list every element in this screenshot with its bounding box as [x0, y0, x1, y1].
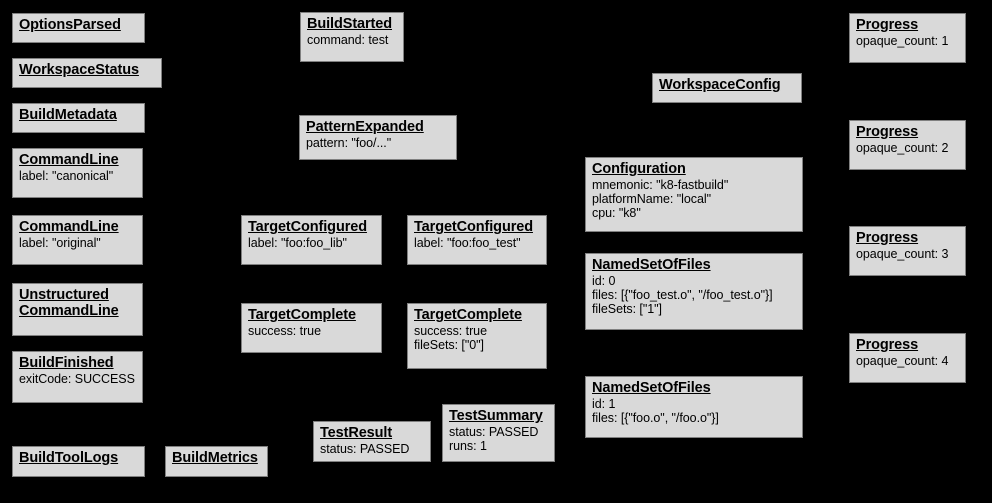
node-field: success: true: [414, 324, 487, 339]
node-field: files: [{"foo.o", "/foo.o"}]: [592, 411, 719, 426]
node-fields: success: true: [248, 324, 375, 338]
node-field: id: 1: [592, 397, 616, 412]
node-fields: exitCode: SUCCESS: [19, 372, 136, 386]
node-build-metadata[interactable]: BuildMetadata: [12, 103, 145, 133]
node-workspace-status[interactable]: WorkspaceStatus: [12, 58, 162, 88]
node-title: Progress: [856, 337, 919, 353]
node-title: CommandLine: [19, 219, 119, 235]
node-build-tool-logs[interactable]: BuildToolLogs: [12, 446, 145, 477]
node-title: BuildMetadata: [19, 107, 117, 123]
node-title: CommandLine: [19, 152, 119, 168]
node-fields: opaque_count: 3: [856, 247, 959, 261]
node-field: id: 0: [592, 274, 616, 289]
node-field: runs: 1: [449, 439, 487, 454]
node-field: opaque_count: 1: [856, 34, 949, 49]
node-title: Progress: [856, 230, 919, 246]
node-field: opaque_count: 2: [856, 141, 949, 156]
node-fields: pattern: "foo/...": [306, 136, 450, 150]
node-title: WorkspaceStatus: [19, 62, 139, 78]
node-title: BuildStarted: [307, 16, 393, 32]
node-field: label: "original": [19, 236, 101, 251]
node-fields: label: "original": [19, 236, 136, 250]
node-fields: opaque_count: 4: [856, 354, 959, 368]
node-title: BuildMetrics: [172, 450, 258, 466]
node-field: opaque_count: 3: [856, 247, 949, 262]
node-title: TestSummary: [449, 408, 543, 424]
node-fields: status: PASSED: [320, 442, 424, 456]
node-field: opaque_count: 4: [856, 354, 949, 369]
node-field: platformName: "local": [592, 192, 711, 207]
node-workspace-config[interactable]: WorkspaceConfig: [652, 73, 802, 103]
node-title: TestResult: [320, 425, 393, 441]
node-title: WorkspaceConfig: [659, 77, 781, 93]
node-title: Progress: [856, 124, 919, 140]
node-field: status: PASSED: [449, 425, 539, 440]
node-unstructured-command-line[interactable]: Unstructured CommandLine: [12, 283, 143, 336]
node-field: cpu: "k8": [592, 206, 641, 221]
node-title: TargetComplete: [414, 307, 522, 323]
node-title: Unstructured CommandLine: [19, 287, 119, 320]
node-field: status: PASSED: [320, 442, 410, 457]
node-title: BuildToolLogs: [19, 450, 119, 466]
node-fields: label: "canonical": [19, 169, 136, 183]
node-fields: mnemonic: "k8-fastbuild"platformName: "l…: [592, 178, 796, 220]
node-title: BuildFinished: [19, 355, 114, 371]
node-field: label: "foo:foo_test": [414, 236, 521, 251]
node-fields: opaque_count: 1: [856, 34, 959, 48]
node-field: mnemonic: "k8-fastbuild": [592, 178, 729, 193]
node-title: NamedSetOfFiles: [592, 380, 711, 396]
node-fields: label: "foo:foo_test": [414, 236, 540, 250]
node-field: files: [{"foo_test.o", "/foo_test.o"}]: [592, 288, 773, 303]
node-field: label: "canonical": [19, 169, 114, 184]
node-title: TargetConfigured: [248, 219, 367, 235]
node-options-parsed[interactable]: OptionsParsed: [12, 13, 145, 43]
node-field: fileSets: ["0"]: [414, 338, 484, 353]
node-field: fileSets: ["1"]: [592, 302, 662, 317]
node-field: label: "foo:foo_lib": [248, 236, 347, 251]
node-title: TargetConfigured: [414, 219, 533, 235]
node-title: PatternExpanded: [306, 119, 424, 135]
node-fields: label: "foo:foo_lib": [248, 236, 375, 250]
node-field: pattern: "foo/...": [306, 136, 392, 151]
node-build-metrics[interactable]: BuildMetrics: [165, 446, 268, 477]
node-title: NamedSetOfFiles: [592, 257, 711, 273]
node-field: command: test: [307, 33, 389, 48]
node-title: Progress: [856, 17, 919, 33]
node-fields: opaque_count: 2: [856, 141, 959, 155]
node-fields: command: test: [307, 33, 397, 47]
node-title: Configuration: [592, 161, 686, 177]
node-title: OptionsParsed: [19, 17, 121, 33]
node-field: exitCode: SUCCESS: [19, 372, 135, 387]
node-title: TargetComplete: [248, 307, 356, 323]
node-field: success: true: [248, 324, 321, 339]
